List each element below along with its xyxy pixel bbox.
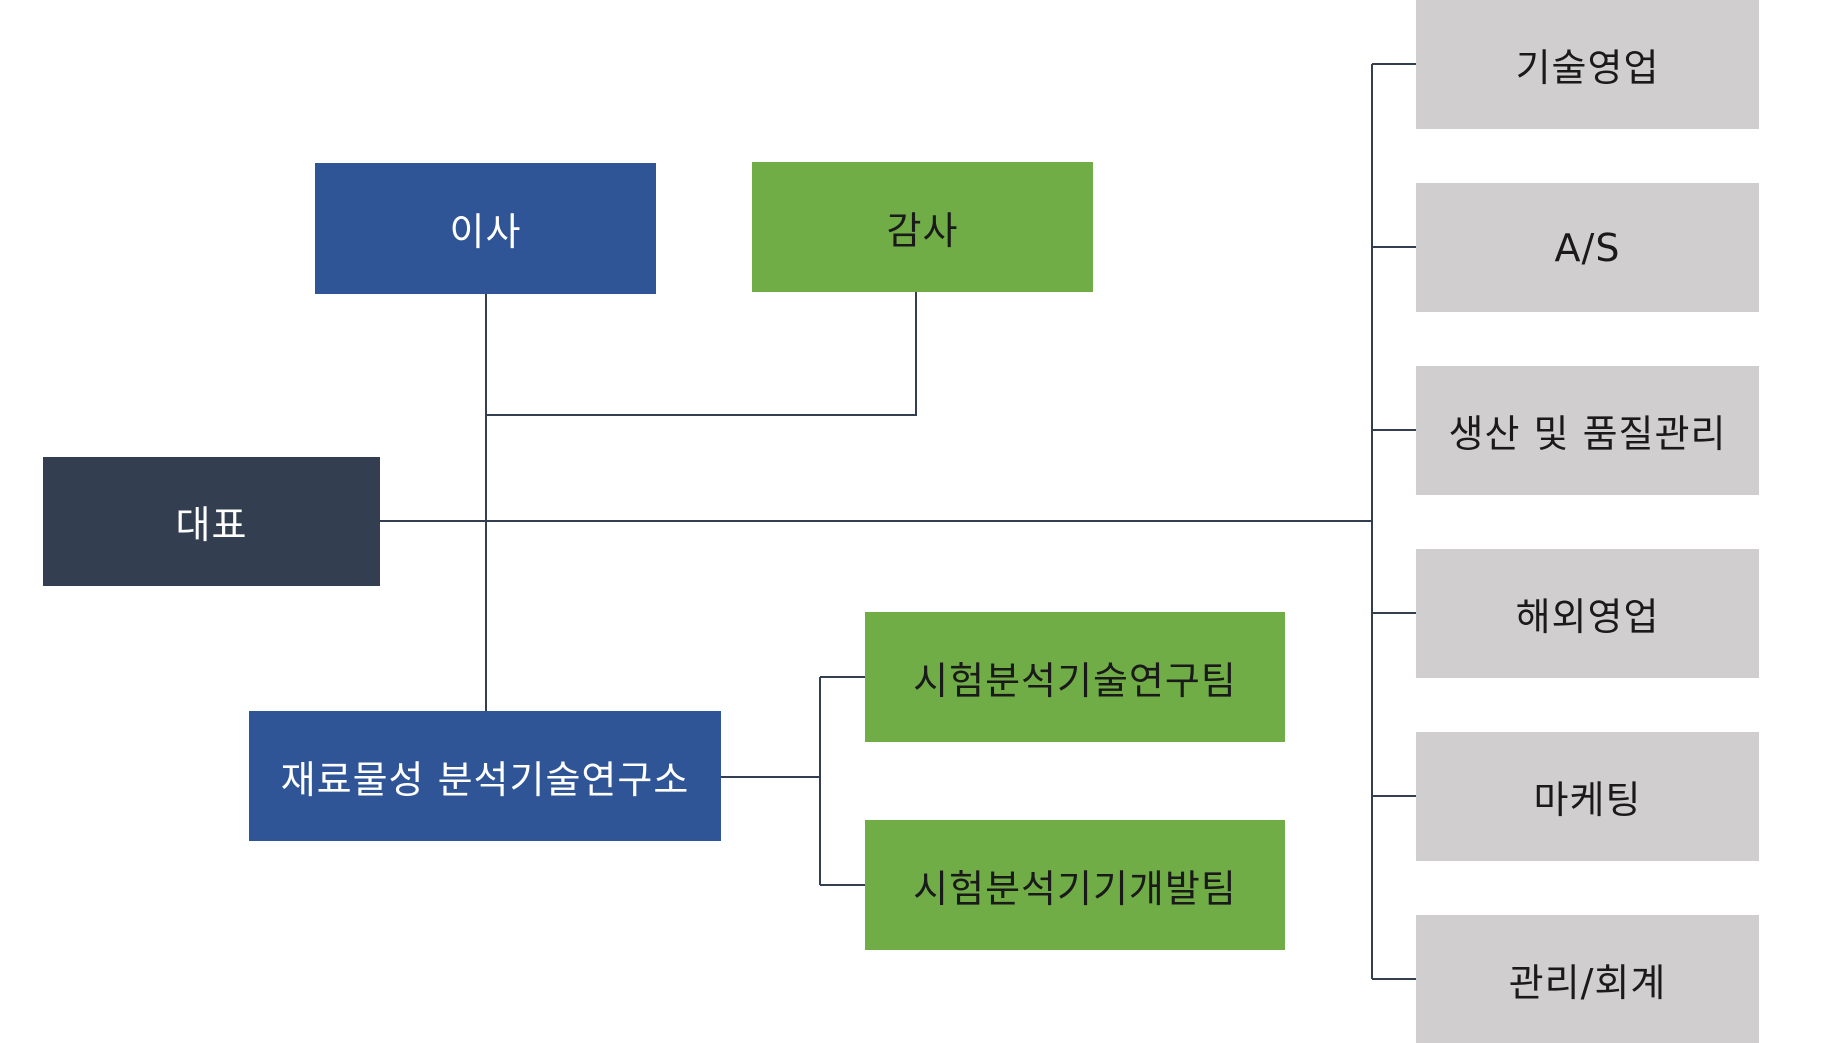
director-label: 이사 [449, 210, 522, 254]
ceo-box: 대표 [43, 457, 380, 586]
dept-label-4: 해외영업 [1515, 595, 1660, 639]
dept-box-6: 관리/회계 [1416, 915, 1759, 1043]
dept-box-2: A/S [1416, 183, 1759, 312]
institute-label: 재료물성 분석기술연구소 [280, 757, 690, 802]
team-box-2: 시험분석기기개발팀 [865, 820, 1285, 950]
auditor-label: 감사 [886, 208, 959, 253]
dept-label-5: 마케팅 [1533, 778, 1642, 822]
team-box-1: 시험분석기술연구팀 [865, 612, 1285, 742]
dept-box-5: 마케팅 [1416, 732, 1759, 861]
director-box: 이사 [315, 163, 656, 294]
dept-label-3: 생산 및 품질관리 [1448, 412, 1727, 456]
ceo-label: 대표 [175, 503, 248, 547]
dept-box-3: 생산 및 품질관리 [1416, 366, 1759, 495]
dept-box-1: 기술영업 [1416, 0, 1759, 129]
auditor-box: 감사 [752, 162, 1093, 292]
team-label-2: 시험분석기기개발팀 [913, 866, 1237, 911]
dept-label-1: 기술영업 [1515, 46, 1660, 90]
dept-box-4: 해외영업 [1416, 549, 1759, 678]
connector-auditor [486, 292, 917, 416]
team-label-1: 시험분석기술연구팀 [913, 658, 1237, 703]
institute-box: 재료물성 분석기술연구소 [249, 711, 721, 841]
dept-label-2: A/S [1554, 225, 1621, 270]
dept-label-6: 관리/회계 [1508, 960, 1667, 1005]
